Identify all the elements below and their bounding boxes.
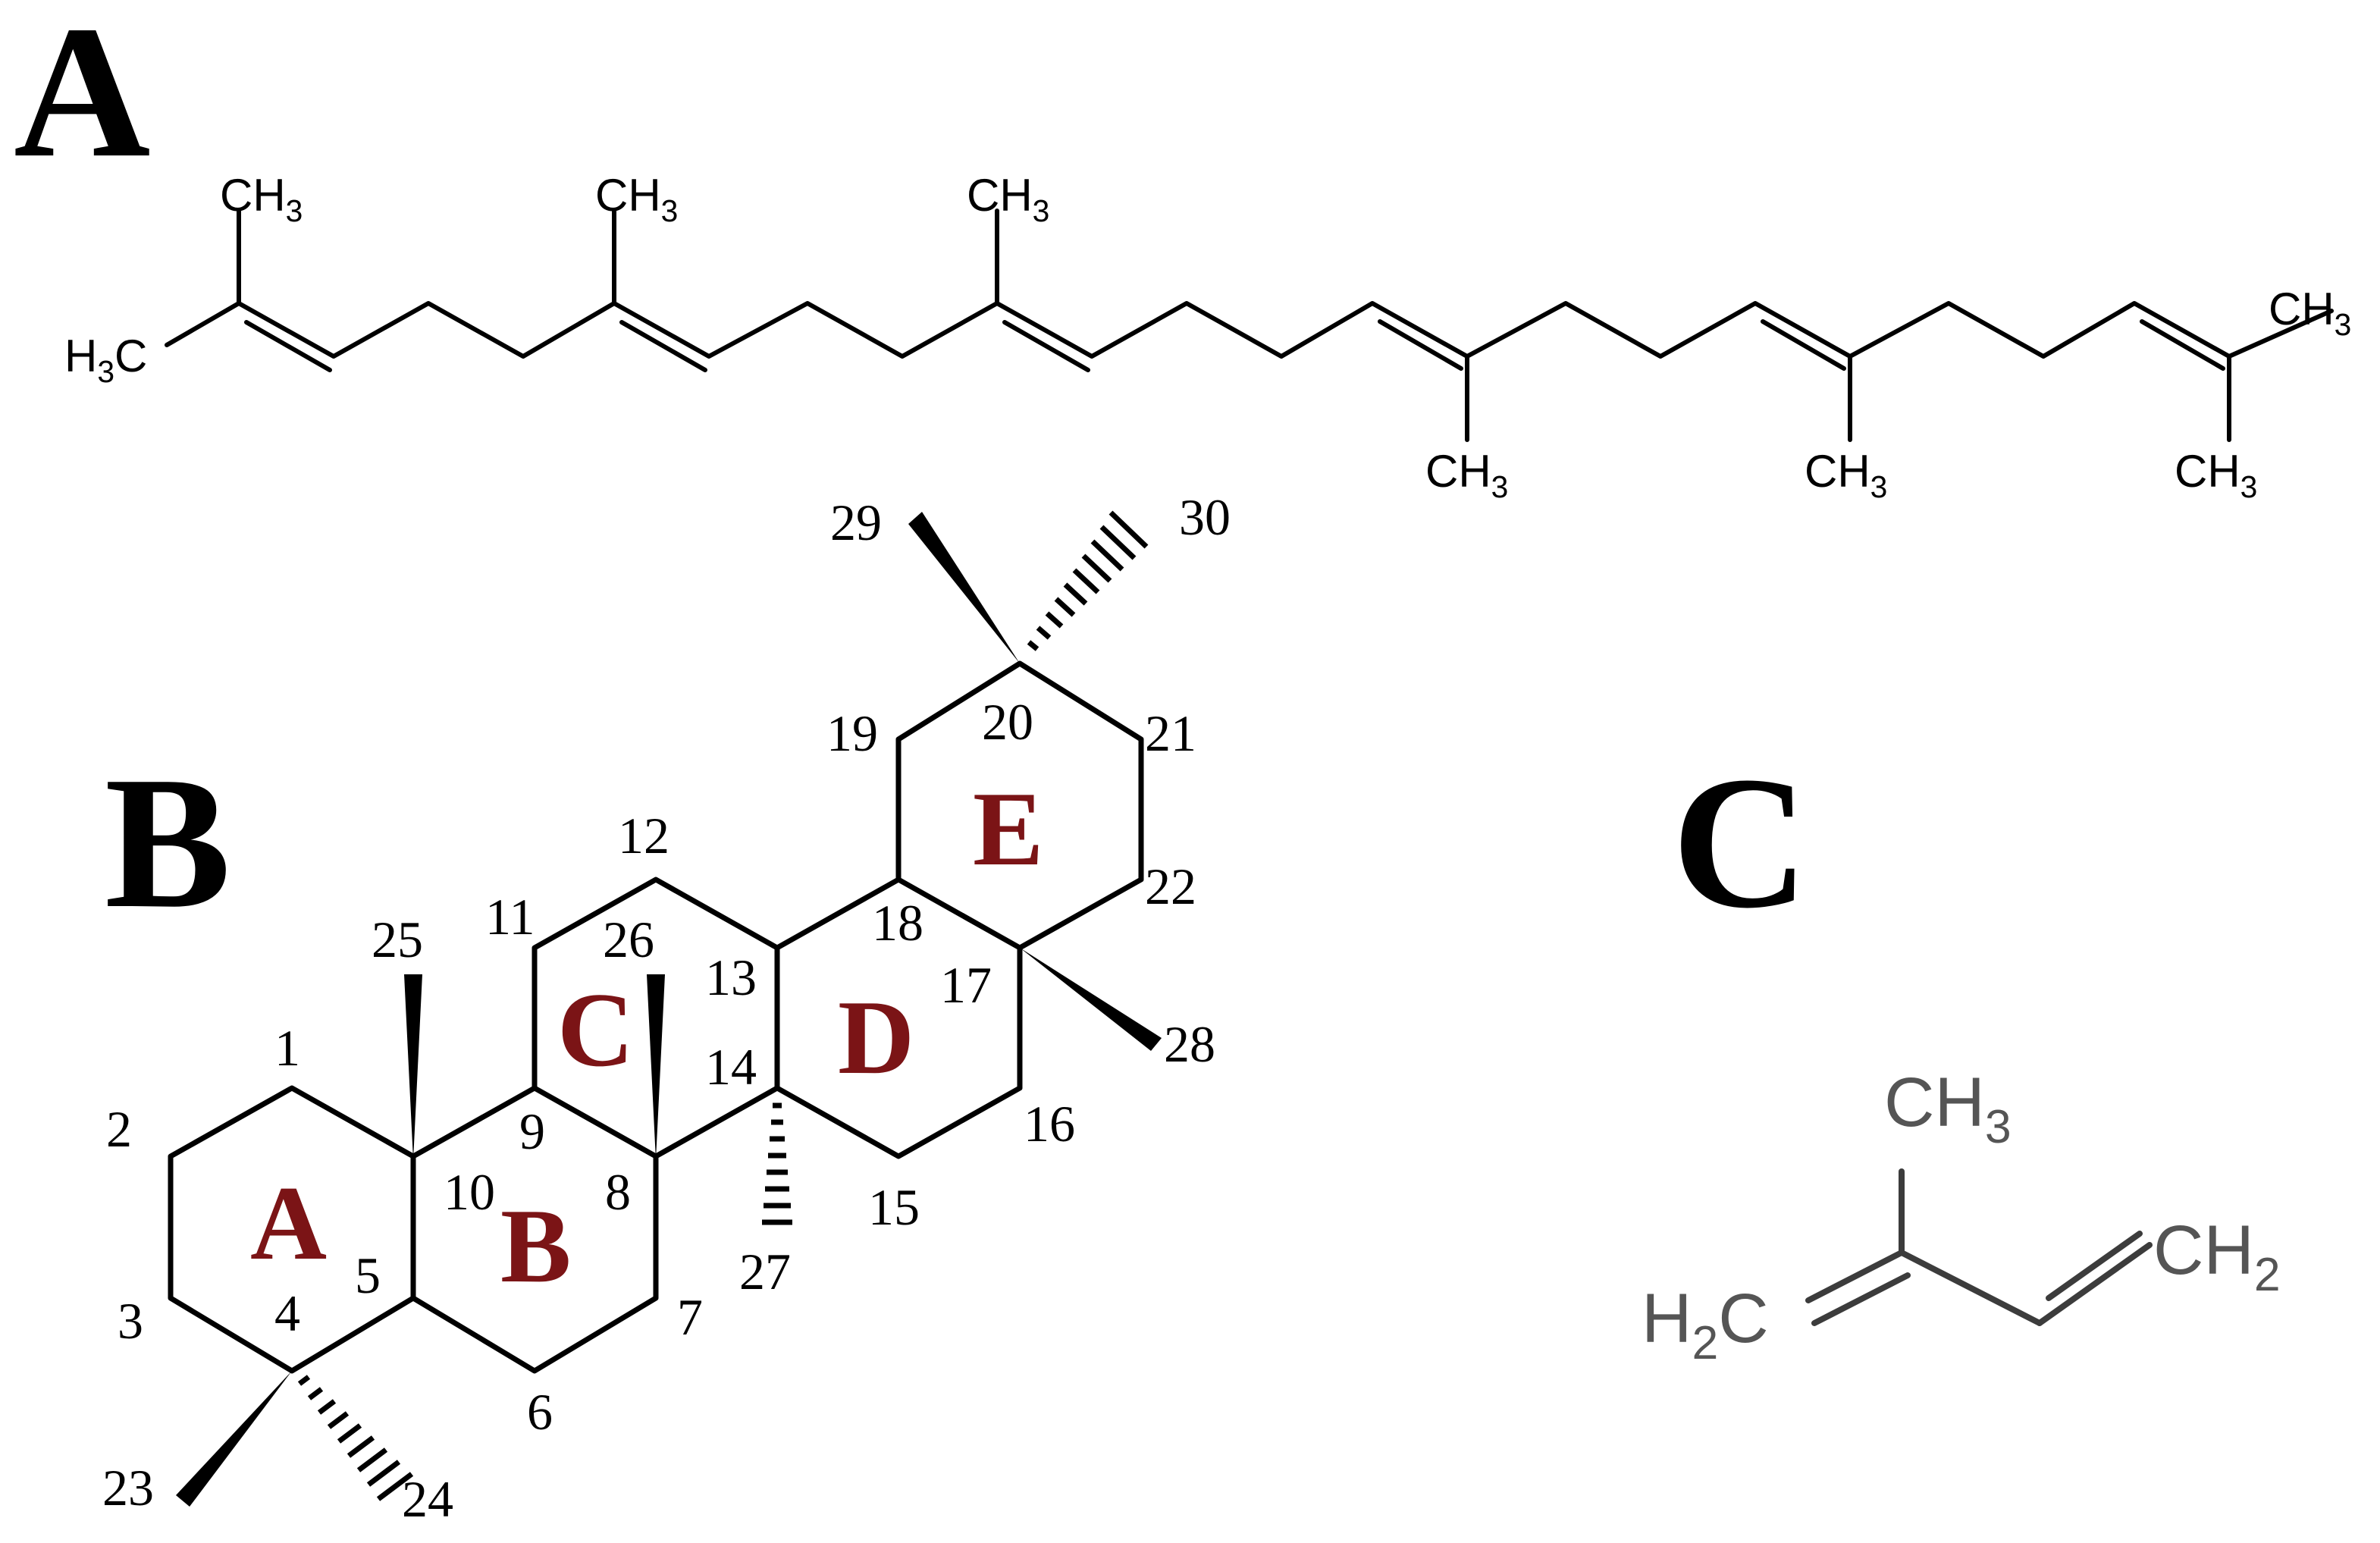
atom-number: 2: [106, 1100, 132, 1158]
atom-number: 30: [1179, 488, 1231, 546]
wedge-bond-c29: [908, 512, 1020, 663]
wedge-bond-c28: [1020, 948, 1162, 1051]
wedge-bond-c25: [404, 974, 422, 1160]
atom-number: 25: [372, 911, 423, 968]
ring-label-e: E: [973, 770, 1043, 888]
atom-number: 26: [603, 911, 654, 968]
panel-label-c: C: [1672, 738, 1809, 948]
atom-number: 20: [982, 693, 1033, 751]
atom-number: 28: [1164, 1015, 1215, 1073]
methyl-label: CH3: [2175, 446, 2257, 504]
wedge-bond-c23: [176, 1371, 292, 1507]
ring-labels: A B C D E: [250, 770, 1043, 1305]
hashed-bond-c24: [297, 1375, 414, 1501]
ring-label-b: B: [500, 1187, 571, 1305]
methyl-label: CH3: [1425, 446, 1508, 504]
atom-number: 13: [705, 949, 757, 1006]
methyl-label: CH3: [595, 170, 678, 228]
atom-numbers: 1 2 3 4 5 6 7 8 9 10 11 12 13 14 15 16 1…: [102, 488, 1231, 1528]
triterpene-methyl-bonds: [176, 510, 1162, 1507]
isoprene-labels: CH3 H2C CH2: [1642, 1064, 2281, 1369]
atom-number: 21: [1145, 704, 1196, 762]
methyl-label: CH3: [967, 170, 1049, 228]
atom-number: 16: [1024, 1095, 1075, 1153]
methyl-label-right: CH3: [2269, 284, 2351, 342]
isoprene-left-label: H2C: [1642, 1280, 1769, 1369]
atom-number: 11: [485, 888, 535, 946]
isoprene-structure: CH3 H2C CH2: [1642, 1064, 2281, 1369]
atom-number: 5: [355, 1247, 381, 1304]
atom-number: 29: [830, 494, 882, 551]
methyl-label: CH3: [220, 170, 303, 228]
atom-number: 18: [872, 894, 923, 952]
atom-number: 23: [102, 1459, 154, 1516]
hashed-bond-c27: [762, 1102, 792, 1225]
hashed-bond-c30: [1027, 510, 1149, 651]
methyl-label: CH3: [1805, 446, 1887, 504]
atom-number: 3: [118, 1292, 143, 1350]
isoprene-bonds: [1805, 1168, 2153, 1326]
atom-number: 10: [444, 1163, 495, 1221]
panel-label-a: A: [14, 0, 151, 197]
atom-number: 1: [274, 1019, 300, 1077]
atom-number: 6: [527, 1383, 553, 1441]
atom-number: 8: [605, 1163, 631, 1221]
methyl-label-left: H3C: [64, 331, 147, 389]
squalene-structure: CH3 CH3 CH3 H3C CH3 CH3 CH3 CH3: [64, 170, 2351, 504]
atom-number: 12: [618, 807, 669, 864]
isoprene-right-label: CH2: [2153, 1212, 2281, 1301]
atom-number: 22: [1145, 858, 1196, 915]
ring-label-c: C: [557, 971, 634, 1089]
ring-label-d: D: [838, 979, 914, 1096]
wedge-bond-c26: [647, 974, 665, 1160]
atom-number: 19: [826, 704, 878, 762]
atom-number: 14: [705, 1038, 757, 1096]
atom-number: 4: [274, 1284, 300, 1342]
ring-label-a: A: [250, 1165, 327, 1282]
atom-number: 15: [868, 1178, 920, 1236]
triterpene-bonds: [168, 660, 1144, 1374]
squalene-bonds: [165, 209, 2334, 442]
atom-number: 24: [402, 1470, 453, 1528]
triterpene-structure: A B C D E 1 2 3 4 5 6 7 8 9 10 11 12 13 …: [102, 488, 1231, 1528]
squalene-methyl-labels: CH3 CH3 CH3 H3C CH3 CH3 CH3 CH3: [64, 170, 2351, 504]
atom-number: 27: [739, 1243, 791, 1300]
isoprene-methyl-label: CH3: [1884, 1064, 2012, 1153]
atom-number: 17: [940, 956, 992, 1014]
atom-number: 9: [519, 1102, 545, 1160]
atom-number: 7: [677, 1288, 703, 1346]
panel-label-b: B: [105, 738, 231, 948]
